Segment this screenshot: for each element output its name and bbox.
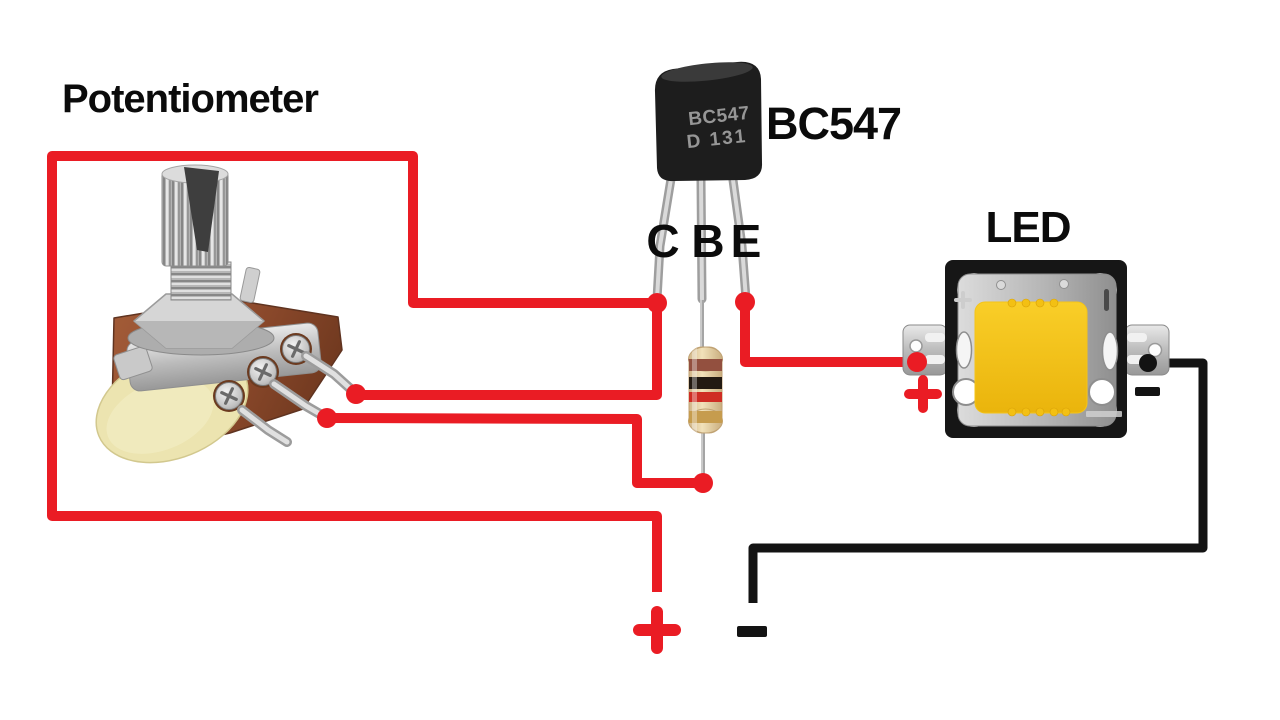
- resistor-bands: [688, 347, 723, 433]
- pot-base-highlight: [106, 378, 214, 454]
- led-module: [902, 260, 1170, 438]
- pot-shaft-slot: [184, 167, 219, 252]
- led-left-tab-slot-1: [925, 333, 945, 342]
- resistor-band-brown: [688, 359, 723, 371]
- junction-led-negative: [1139, 354, 1157, 372]
- wire-pot-to-collector: [356, 303, 662, 400]
- wiring: [47, 151, 1208, 603]
- led-right-tab-slot-1: [1127, 333, 1147, 342]
- junction-led-positive: [907, 352, 927, 372]
- led-plate-dot-1: [996, 280, 1006, 290]
- pin-label-b: B: [691, 215, 724, 267]
- led-negative-icon: [1135, 387, 1160, 396]
- led-plate-dot-2: [1059, 279, 1069, 289]
- led-plate-slot-etch: [1104, 289, 1109, 311]
- led-left-tab-slot-2: [925, 355, 945, 364]
- resistor-band-black: [688, 377, 723, 389]
- pot-bracket-tab: [113, 345, 153, 381]
- pin-label-c: C: [646, 215, 679, 267]
- transistor-leg-e-highlight: [731, 178, 748, 301]
- led-module-marking: [1086, 411, 1122, 417]
- junction-collector: [647, 293, 667, 313]
- transistor-legs: [652, 174, 751, 304]
- transistor-leg-b-highlight: [699, 178, 704, 301]
- wire-positive-supply-loop: [47, 151, 662, 592]
- pot-leg-3-highlight: [239, 407, 290, 445]
- transistor-leg-c-highlight: [655, 177, 673, 301]
- transistor-body: [654, 61, 763, 182]
- terminal-symbols: [633, 375, 1160, 654]
- resistor-band-red: [688, 392, 723, 402]
- pot-hex-nut-shade: [134, 321, 264, 348]
- led-right-tab-hole: [1147, 342, 1163, 358]
- led-phosphor: [974, 298, 1088, 417]
- junction-pot-terminal-2: [317, 408, 337, 428]
- transistor-label: BC547: [766, 98, 901, 149]
- resistor-sheen: [692, 347, 697, 433]
- junction-pot-terminal-1: [346, 384, 366, 404]
- junction-resistor-bottom: [693, 473, 713, 493]
- potentiometer: [95, 164, 359, 464]
- pot-anti-rotation-tab: [239, 266, 261, 304]
- junction-emitter: [735, 292, 755, 312]
- pot-screw-3: [213, 380, 245, 412]
- labels: Potentiometer BC547 C B E LED: [62, 77, 1072, 267]
- supply-negative-icon: [737, 626, 767, 637]
- wire-led-to-negative-supply: [748, 358, 1208, 603]
- wire-pot-wiper-to-resistor: [326, 413, 703, 488]
- led-plate-oval-right: [1101, 331, 1119, 371]
- resistor-band-gold: [688, 411, 723, 423]
- transistor-top-face: [661, 62, 753, 82]
- led-label: LED: [986, 203, 1071, 252]
- pot-leg-1-highlight: [303, 353, 357, 395]
- led-mount-hole-right: [1088, 378, 1116, 406]
- led-positive-icon: [904, 375, 942, 413]
- junction-dots: [317, 292, 1157, 493]
- resistor: [688, 300, 723, 480]
- supply-positive-icon: [633, 606, 681, 654]
- led-plate-plus-etch: [954, 291, 972, 309]
- transistor-bc547: BC547 D 131: [652, 61, 763, 304]
- potentiometer-label: Potentiometer: [62, 77, 318, 121]
- pin-label-e: E: [731, 215, 762, 267]
- pot-threaded-bushing: [170, 261, 232, 301]
- wire-emitter-to-led: [740, 302, 917, 367]
- led-plate-oval-left: [955, 331, 973, 369]
- led-left-tab-hole: [909, 339, 923, 353]
